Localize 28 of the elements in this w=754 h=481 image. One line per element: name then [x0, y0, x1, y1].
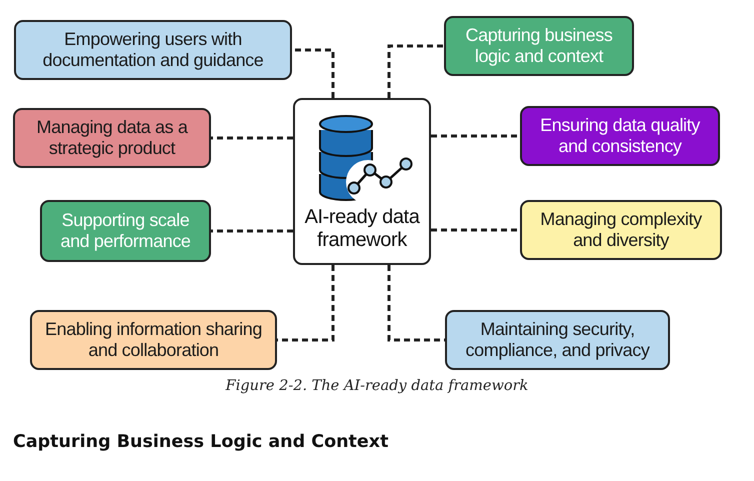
- pillar-label: Supporting scale and performance: [59, 210, 192, 252]
- framework-title: AI-ready data framework: [304, 206, 421, 253]
- pillar-label: Ensuring data quality and consistency: [539, 114, 702, 158]
- section-heading: Capturing Business Logic and Context: [13, 432, 388, 452]
- pillar-box: [444, 16, 634, 76]
- dotted-connector: [431, 134, 520, 138]
- dotted-connector: [211, 230, 293, 232]
- pillar-label: Empowering users with documentation and guidance: [42, 28, 264, 72]
- dotted-connector: [388, 265, 445, 342]
- dotted-connector: [292, 48, 334, 98]
- pillar-box: [40, 200, 211, 262]
- pillar-box: [14, 20, 292, 80]
- pillar-box: [13, 108, 211, 168]
- pillar-label: Capturing business logic and context: [464, 24, 614, 68]
- dotted-connector: [277, 265, 334, 342]
- dotted-connector: [388, 44, 444, 98]
- pillar-box: [30, 310, 277, 370]
- framework-box: [293, 98, 431, 265]
- pillar-label: Managing complexity and diversity: [539, 208, 703, 252]
- pillar-box: [520, 106, 720, 166]
- pillar-box: [520, 200, 722, 260]
- figure-caption: Figure 2-2. The AI-ready data framework: [224, 378, 530, 394]
- pillar-box: [445, 310, 670, 370]
- pillar-label: Managing data as a strategic product: [36, 116, 189, 160]
- pillar-label: Enabling information sharing and collaboration: [44, 318, 263, 362]
- dotted-connector: [211, 136, 293, 140]
- pillar-label: Maintaining security, compliance, and privacy: [464, 318, 651, 362]
- dotted-connector: [431, 228, 520, 232]
